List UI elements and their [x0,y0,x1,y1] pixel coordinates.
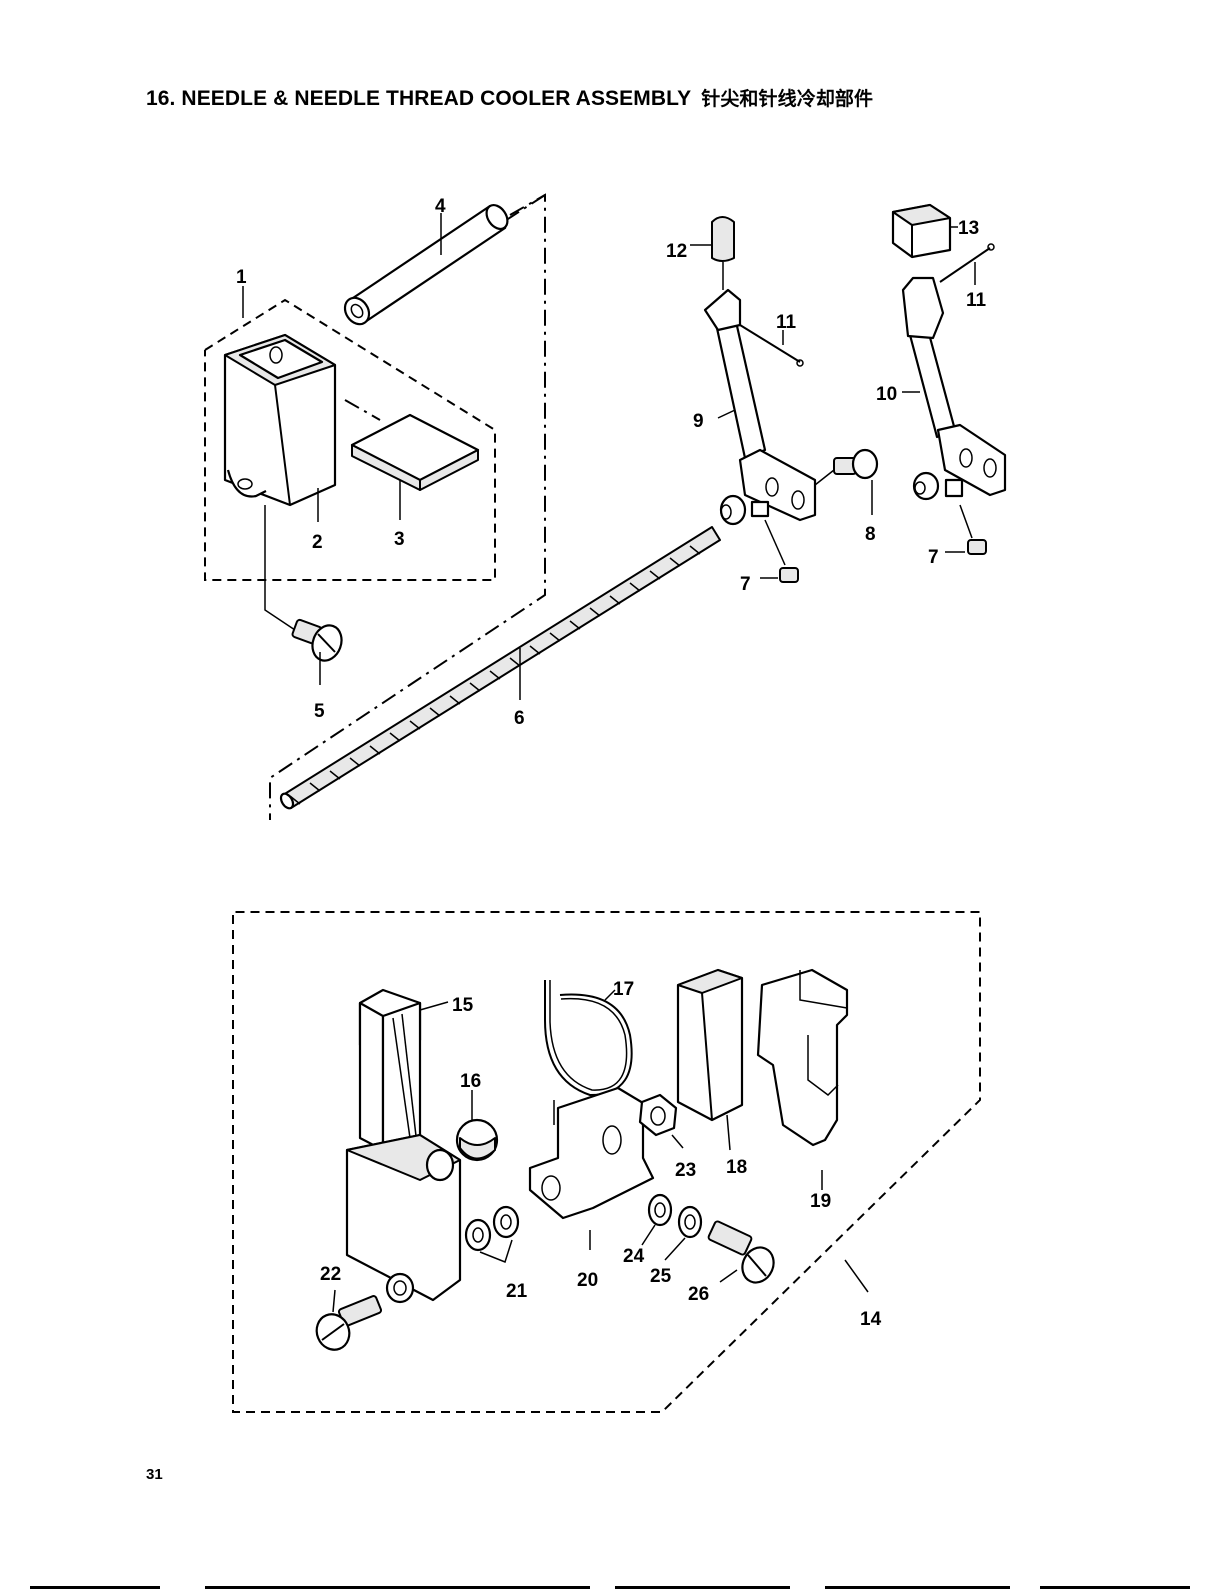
part-12-tip [690,217,734,290]
callout-4: 4 [435,196,446,217]
part-22-screw [311,1290,381,1355]
bottom-rule [30,1586,160,1589]
bottom-rule [1040,1586,1190,1589]
part-18-block [678,970,742,1120]
part-24-washer [649,1195,671,1225]
part-2-cooler-box [225,335,335,505]
callout-8: 8 [865,524,876,545]
callout-2: 2 [312,532,323,553]
part-9-cooler-arm [705,290,815,524]
callout-14: 14 [860,1309,882,1330]
callout-18: 18 [726,1157,747,1178]
part-20-bracket [530,1088,653,1250]
callout-11a: 11 [776,312,797,333]
callout-21: 21 [506,1281,528,1302]
part-25-washer [679,1207,701,1237]
callout-5: 5 [314,701,325,722]
part-15-bracket [347,990,460,1302]
callout-1: 1 [236,267,247,288]
callout-20: 20 [577,1270,598,1291]
part-13-cap [893,205,950,257]
callout-3: 3 [394,529,405,550]
callout-11b: 11 [966,290,987,311]
callout-6: 6 [514,708,525,729]
callout-26: 26 [688,1284,709,1305]
bottom-rule [205,1586,590,1589]
part-21-washers [466,1207,518,1262]
part-16-plug [457,1120,497,1160]
callout-15: 15 [452,995,474,1016]
callout-22: 22 [320,1264,341,1285]
part-26-screw [708,1220,780,1287]
upper-assembly [205,195,1005,820]
bottom-rule [825,1586,1010,1589]
part-10-cooler-arm [903,278,1005,499]
callout-13: 13 [958,218,979,239]
callout-23: 23 [675,1160,696,1181]
part-5-screw [265,505,346,665]
part-23-nut [640,1095,676,1135]
callout-25: 25 [650,1266,672,1287]
part-4-tube [340,201,512,329]
callout-9: 9 [693,411,704,432]
page-number: 31 [146,1466,163,1483]
lower-assembly [233,912,980,1412]
callout-16: 16 [460,1071,481,1092]
callout-10: 10 [876,384,897,405]
part-6-braided-hose [279,527,720,810]
callout-7a: 7 [740,574,751,595]
callout-19: 19 [810,1191,831,1212]
part-3-plate [345,400,478,490]
callout-17: 17 [613,979,634,1000]
callout-24: 24 [623,1246,645,1267]
bottom-rule [615,1586,790,1589]
part-19-holder [758,970,847,1145]
part-8-screw [815,450,877,485]
callout-7b: 7 [928,547,939,568]
callout-12: 12 [666,241,687,262]
